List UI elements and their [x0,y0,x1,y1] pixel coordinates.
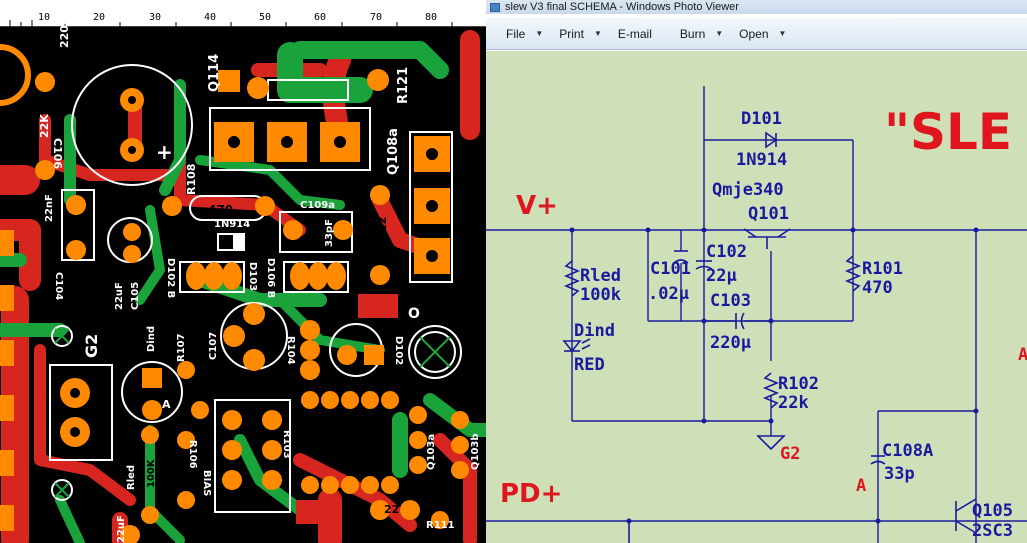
photo-viewer-window: slew V3 final SCHEMA - Windows Photo Vie… [486,0,1027,543]
photo-viewer-icon [490,2,500,12]
menu-email[interactable]: E-mail [610,23,660,45]
schematic-image[interactable]: "SLE V+ PD+ D101 1N914 Qmje340 Q101 Rled… [486,51,1027,543]
rled-label: Rled [580,266,621,286]
diode-body-1n914 [217,233,245,251]
window-title: slew V3 final SCHEMA - Windows Photo Vie… [505,1,739,13]
schematic-labels: "SLE V+ PD+ D101 1N914 Qmje340 Q101 Rled… [486,51,1027,543]
ruler-tick: 70 [370,12,383,23]
menu-open[interactable]: Open ▼ [731,23,794,45]
mounting-hole-marks [51,325,456,501]
r102-label: R102 [778,374,819,394]
wire-junctions [569,227,979,524]
d101-value: 1N914 [736,150,788,170]
partial-ring-pad [0,44,31,106]
dind-value: RED [574,355,605,375]
ruler-tick: 60 [314,12,327,23]
c103-value: 220µ [710,333,751,353]
ruler-minor-ticks [9,20,453,27]
r102-value: 22k [778,393,809,413]
ruler-tick: 40 [204,12,217,23]
menu-label: File [506,26,526,41]
green-copper-traces [0,41,486,543]
menu-burn[interactable]: Burn ▼ [672,23,731,45]
r101-value: 470 [862,278,893,298]
chevron-down-icon: ▼ [778,29,787,38]
ruler-tick: 50 [259,12,272,23]
pcb-canvas [0,20,486,543]
menu-label: Burn [679,26,706,41]
schematic-title: "SLE [884,103,1013,161]
window-titlebar[interactable]: slew V3 final SCHEMA - Windows Photo Vie… [486,0,1027,14]
q101-label: Q101 [748,204,789,224]
menu-print[interactable]: Print ▼ [551,23,610,45]
g2-label: G2 [780,444,801,464]
pdplus-label: PD+ [500,479,563,509]
ruler-tick: 30 [149,12,162,23]
chevron-down-icon: ▼ [715,29,724,38]
c102-label: C102 [706,242,747,262]
pad-drill-holes [70,96,438,437]
menu-bar: File ▼ Print ▼ E-mail Burn ▼ Open ▼ [486,18,1027,50]
component-pads [0,69,469,543]
q101-type: Qmje340 [712,180,784,200]
c101-value: .02µ [648,284,689,304]
chevron-down-icon: ▼ [593,29,602,38]
pcb-layout-view[interactable]: 10 20 30 40 50 60 70 80 [0,0,486,543]
q105-label: Q105 [972,501,1013,521]
q105-type: 2SC3 [972,521,1013,541]
chevron-down-icon: ▼ [535,29,544,38]
menu-label: Open [739,26,769,41]
r101-label: R101 [862,259,903,279]
ruler-tick: 20 [93,12,106,23]
c108a-value: 33p [884,464,915,484]
menu-file[interactable]: File ▼ [498,23,551,45]
dind-label: Dind [574,321,615,341]
d101-label: D101 [741,109,782,129]
schematic-wires [486,86,1027,543]
node-a-label: A [856,476,867,496]
c101-label: C101 [650,259,691,279]
menu-label: E-mail [617,26,652,41]
component-symbols [562,131,977,543]
ruler-tick: 80 [425,12,438,23]
menu-label: Print [559,26,584,41]
rled-value: 100k [580,285,621,305]
node-a-right: A [1018,345,1027,365]
c108a-label: C108A [882,441,934,461]
c103-label: C103 [710,291,751,311]
ruler-tick: 10 [38,12,51,23]
vplus-label: V+ [516,191,558,221]
c102-value: 22µ [706,266,737,286]
